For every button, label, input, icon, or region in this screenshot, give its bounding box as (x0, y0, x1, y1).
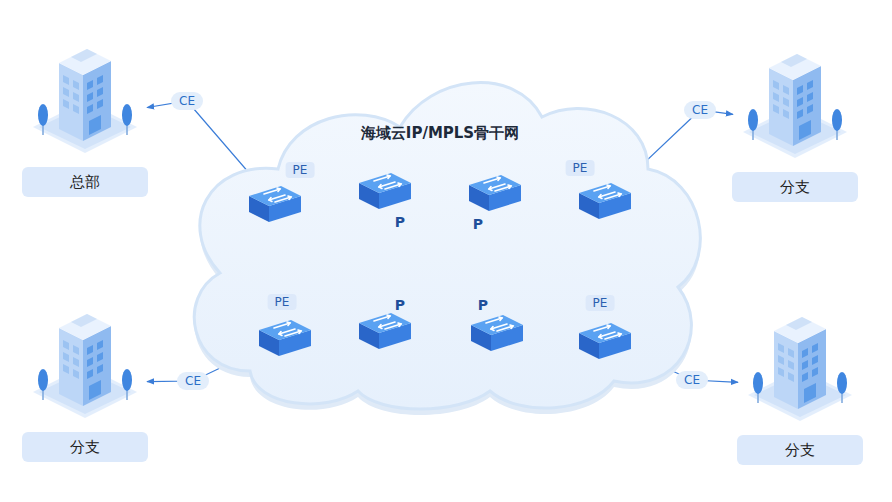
switch-icon (469, 311, 525, 353)
switch-icon (257, 316, 313, 358)
network-switch: P (357, 169, 413, 211)
ce-label: CE (684, 101, 716, 119)
network-switch: P (467, 171, 523, 213)
switch-icon (247, 182, 303, 224)
p-label: P (395, 297, 405, 313)
office-building: 分支 (25, 300, 145, 465)
switch-icon (467, 171, 523, 213)
network-switch: PE (577, 319, 633, 361)
pe-label: PE (286, 162, 315, 178)
network-switch: PE (247, 182, 303, 224)
switch-icon (357, 309, 413, 351)
building-icon (735, 40, 855, 160)
backbone-cloud: 海域云IP/MPLS骨干网PEPPPEPEPPPE (190, 65, 700, 410)
switch-icon (577, 179, 633, 221)
building-icon (25, 300, 145, 420)
network-switch: PE (257, 316, 313, 358)
ce-label: CE (177, 372, 209, 390)
p-label: P (478, 297, 488, 313)
pe-label: PE (268, 294, 297, 310)
site-label: 分支 (732, 172, 858, 202)
building-icon (25, 35, 145, 155)
p-label: P (395, 214, 405, 230)
network-switch: P (469, 311, 525, 353)
switch-icon (577, 319, 633, 361)
site-label: 总部 (22, 167, 148, 197)
ce-label: CE (171, 92, 203, 110)
p-label: P (473, 216, 483, 232)
office-building: 分支 (735, 40, 855, 205)
network-switch: PE (577, 179, 633, 221)
access-link (147, 101, 256, 181)
switch-icon (357, 169, 413, 211)
pe-label: PE (586, 295, 615, 311)
site-label: 分支 (737, 435, 863, 465)
network-switch: P (357, 309, 413, 351)
office-building: 分支 (740, 303, 860, 468)
office-building: 总部 (25, 35, 145, 200)
cloud-outline (190, 65, 700, 410)
site-label: 分支 (22, 432, 148, 462)
network-title: 海域云IP/MPLS骨干网 (361, 124, 519, 143)
pe-label: PE (566, 160, 595, 176)
building-icon (740, 303, 860, 423)
ce-label: CE (676, 371, 708, 389)
